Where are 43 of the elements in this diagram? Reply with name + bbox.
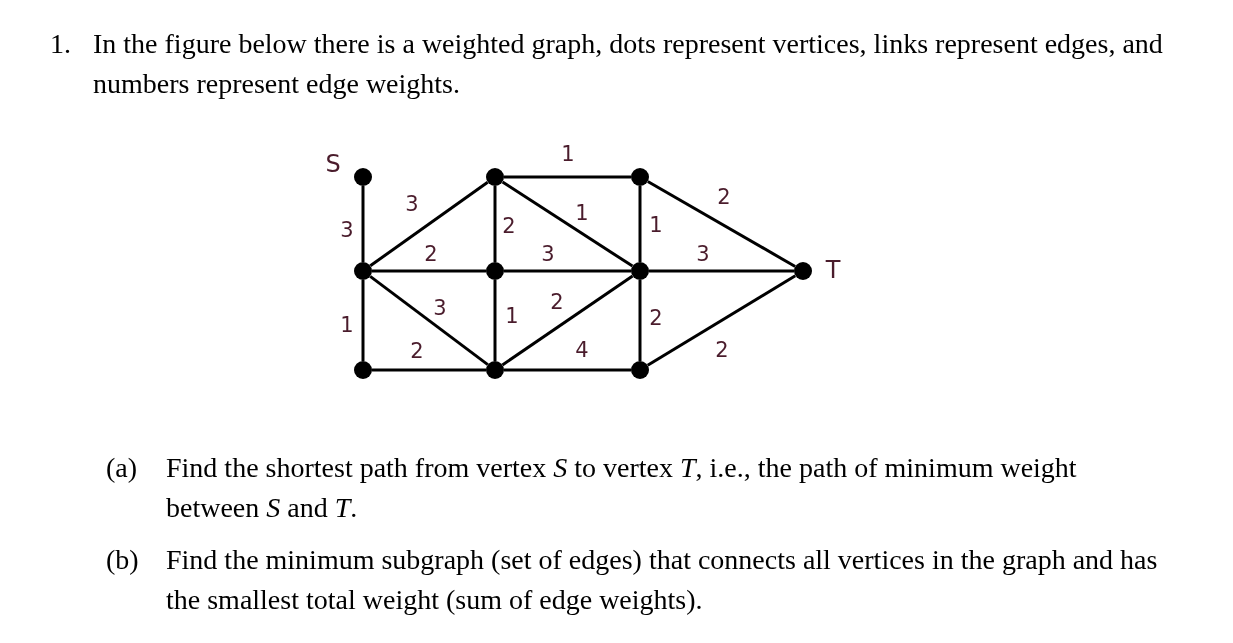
graph-edge [504,175,631,179]
edge-weight: 1 [340,314,354,336]
edge-weight: 2 [424,243,438,265]
graph-edge [361,186,365,262]
edge-weight: 2 [717,186,731,208]
edge-weight: 1 [575,202,589,224]
item-number: (a) [106,451,139,485]
edge-weight: 2 [649,307,663,329]
edge-weight: 3 [340,219,354,241]
edge-weight: 2 [715,339,729,361]
graph-edge [372,368,486,372]
graph-edge [493,186,497,262]
graph-edge [646,274,797,367]
graph-edge [369,181,489,267]
item-number: (b) [106,543,140,577]
graph-edge [493,280,497,361]
edge-weight: 2 [502,215,516,237]
vertex-name: S [325,152,341,176]
edge-weight: 1 [649,214,663,236]
question-text: In the figure below there is a weighted graph, dots represent vertices, links represent edges, and numbers represent edge weights. [93,27,1164,101]
graph-edge [638,280,642,361]
graph-edge [504,368,631,372]
edge-weight: 3 [405,193,419,215]
graph-edge [369,275,489,366]
graph-edge [504,269,631,273]
edge-weight: 3 [696,243,710,265]
edge-weight: 1 [561,143,575,165]
graph-edge [501,274,634,367]
item-number: 1. [50,27,72,61]
question-text: Find the shortest path from vertex S to vertex T, i.e., the path of minimum weight between S and T. [166,451,1078,525]
graph-edge [649,269,794,273]
edge-weight: 1 [505,305,519,327]
graph-edge [638,186,642,262]
vertex-name: T [825,258,841,282]
edge-weight: 3 [541,243,555,265]
edge-weight: 2 [410,340,424,362]
edge-weight: 3 [433,297,447,319]
edge-weight: 4 [575,339,589,361]
question-text: Find the minimum subgraph (set of edges) that connects all vertices in the graph and has the smallest total weight (sum of edge weights). [166,543,1159,617]
edge-weight: 2 [550,291,564,313]
graph-edge [372,269,486,273]
graph-edge [647,180,796,268]
graph-edge [501,180,634,268]
